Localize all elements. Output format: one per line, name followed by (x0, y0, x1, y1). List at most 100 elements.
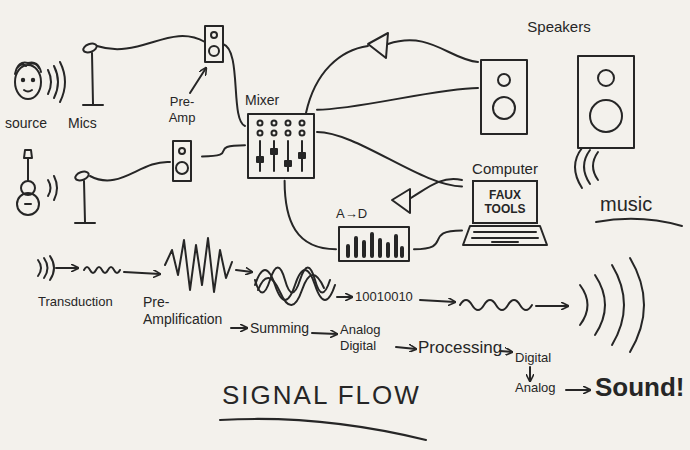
signal-wire (202, 145, 245, 156)
sketch-circle (176, 162, 188, 174)
sketch-path (348, 234, 402, 256)
sketch-rect (257, 157, 263, 162)
sketch-ellipse (82, 42, 98, 54)
sketch-path (236, 270, 252, 272)
sketch-path (15, 62, 41, 74)
sketch-path (396, 347, 416, 349)
sketch-circle (498, 74, 510, 86)
annotation: Analog Digital (340, 322, 392, 354)
annotation: source (5, 115, 47, 132)
preamp-icon (170, 139, 194, 183)
sketch-circle (258, 120, 263, 125)
sketch-path (231, 327, 247, 329)
title: SIGNAL FLOW (222, 380, 421, 411)
sketch-ellipse (15, 65, 41, 99)
annotation: Summing (250, 320, 309, 337)
signal-wire (414, 230, 462, 249)
sketch-rect (173, 141, 191, 181)
sketch-path (312, 333, 337, 334)
sketch-path (337, 296, 352, 298)
device-label: Speakers (478, 18, 640, 36)
sketch-path (258, 275, 324, 305)
sketch-path (388, 40, 478, 62)
sketch-rect (578, 56, 634, 148)
device-label: A→D (336, 206, 414, 222)
sketch-path (580, 258, 644, 352)
ad-icon (336, 224, 412, 264)
sketch-circle (209, 46, 219, 56)
sketch-path (472, 232, 538, 242)
sketch-circle (300, 120, 305, 125)
sketch-path (165, 238, 232, 292)
sketch-circle (21, 181, 35, 195)
sketch-path (97, 36, 205, 49)
sketch-circle (590, 100, 622, 132)
sketch-path (124, 272, 160, 274)
sketch-circle (22, 79, 24, 81)
sketch-rect (205, 26, 223, 62)
sketch-path (260, 141, 302, 171)
sketch-path (220, 419, 426, 440)
sketch-rect (285, 161, 291, 166)
sketch-circle (258, 130, 263, 135)
annotation: Transduction (38, 294, 113, 310)
signal-wire (285, 181, 336, 249)
annotation: Pre- Amplification (143, 294, 235, 328)
sketch-path (536, 305, 568, 307)
sketch-path (48, 176, 57, 200)
sketch-path (75, 181, 95, 223)
screen-text: FAUX TOOLS (478, 188, 532, 217)
sketch-path (529, 367, 531, 381)
device-node: Speakers (478, 18, 640, 158)
sketch-path (190, 68, 206, 93)
signal-wire (317, 88, 478, 110)
sketch-path (24, 90, 32, 92)
device-node: Mixer (245, 92, 317, 181)
device-node: ComputerFAUX TOOLS (462, 160, 548, 248)
sketch-circle (598, 70, 614, 86)
annotation: Digital Analog (515, 343, 565, 403)
sketch-ellipse (74, 170, 90, 182)
sketch-circle (493, 97, 515, 119)
sketch-path (38, 256, 54, 280)
sketch-path (56, 267, 78, 269)
device-label: Mixer (245, 92, 317, 109)
sketch-path (566, 389, 590, 391)
sketch-path (24, 150, 32, 204)
sketch-circle (211, 32, 217, 38)
sketch-path (84, 267, 120, 273)
sketch-path (463, 226, 547, 245)
annotation: Mics (68, 115, 97, 132)
laptop-keyboard (462, 224, 548, 248)
sketch-circle (286, 120, 291, 125)
sketch-circle (272, 130, 277, 135)
sketch-path (596, 219, 682, 226)
sketch-circle (286, 130, 291, 135)
annotation: music (600, 192, 652, 216)
sketch-rect (299, 153, 305, 158)
mixer-icon (245, 111, 317, 181)
annotation: Sound! (595, 372, 685, 403)
sketch-path (306, 46, 368, 113)
sketch-path (575, 148, 598, 188)
sketch-circle (179, 148, 185, 154)
sketch-path (392, 189, 410, 213)
sketch-rect (339, 227, 409, 261)
device-label: Pre- Amp (162, 94, 202, 125)
sketch-path (420, 300, 455, 302)
sketch-path (48, 62, 65, 102)
device-node: A→D (336, 206, 414, 264)
device-label: Computer (462, 160, 548, 178)
speakers-icon (478, 36, 640, 158)
laptop-screen: FAUX TOOLS (472, 180, 538, 224)
sketch-rect (481, 60, 527, 134)
annotation: Processing (418, 338, 502, 358)
sketch-path (460, 300, 532, 310)
sketch-path (83, 53, 103, 105)
sketch-path (90, 162, 170, 181)
signal-wire (317, 132, 462, 186)
sketch-circle (32, 79, 34, 81)
sketch-circle (300, 130, 305, 135)
sketch-rect (248, 114, 314, 178)
